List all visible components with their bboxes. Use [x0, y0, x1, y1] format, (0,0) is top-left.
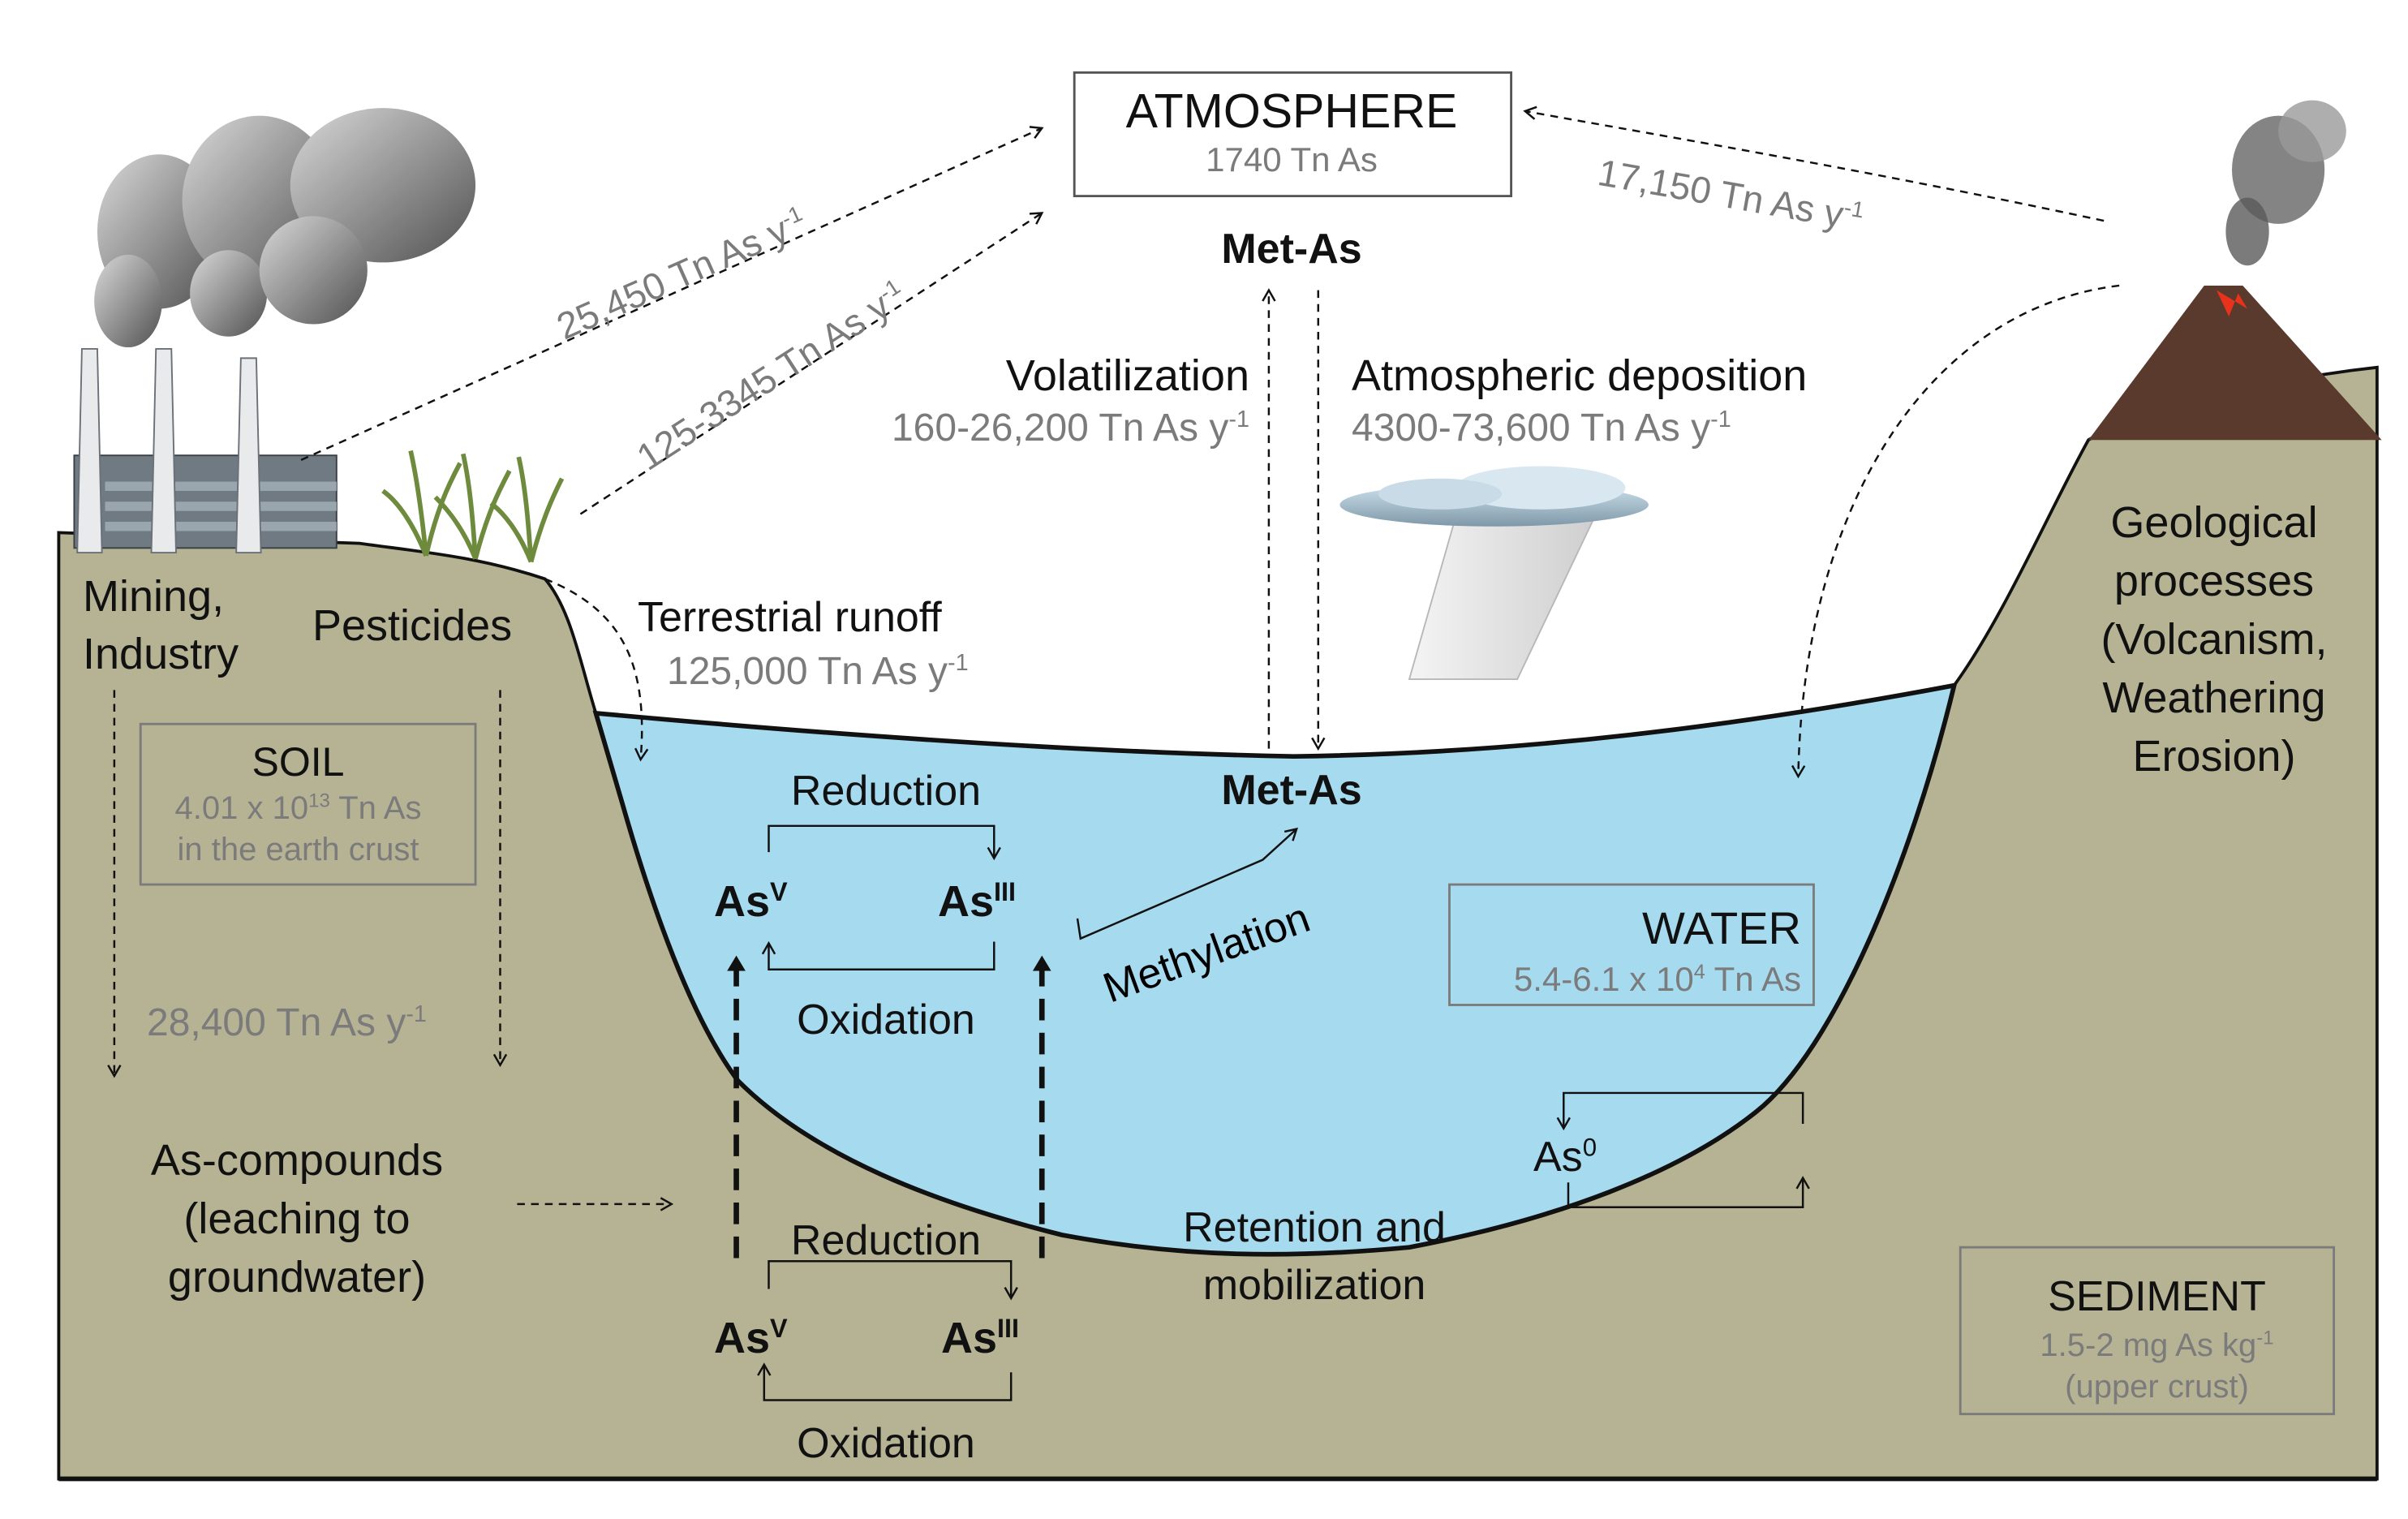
as-iii-water: AsIII — [938, 877, 1017, 926]
loop-sediment-oxidation — [757, 1362, 1013, 1401]
factory-icon — [73, 348, 338, 554]
soil-label: SOIL 4.01 x 1013 Tn As in the earth crus… — [174, 739, 422, 867]
met-as-atmosphere: Met-As — [1221, 226, 1362, 273]
loop-water-oxidation — [761, 940, 995, 970]
arrow-pesticides-to-atmosphere — [579, 212, 1044, 515]
arrow-geo-to-atmosphere — [1523, 105, 2105, 222]
arrow-runoff — [544, 578, 649, 762]
as-iii-sediment: AsIII — [941, 1314, 1020, 1362]
plants-icon — [381, 450, 565, 563]
mining-label: Mining, — [83, 572, 225, 621]
volatilization-value: 160-26,200 Tn As y-1 — [891, 407, 1249, 450]
sediment-label: SEDIMENT 1.5-2 mg As kg-1 (upper crust) — [2040, 1273, 2274, 1405]
soil-flux: 28,400 Tn As y-1 — [147, 1001, 427, 1044]
reduction-water: Reduction — [790, 768, 982, 815]
arrow-geo-to-water — [1791, 284, 2120, 779]
volcano-icon — [2088, 100, 2382, 441]
oxidation-water: Oxidation — [797, 996, 975, 1044]
pesticides-label: Pesticides — [312, 601, 513, 650]
runoff-label: Terrestrial runoff — [638, 594, 942, 641]
loop-as0-lower — [1567, 1176, 1810, 1208]
loop-sediment-reduction — [768, 1260, 1018, 1301]
loop-water-reduction — [768, 824, 1001, 861]
loop-as0-upper — [1556, 1091, 1804, 1131]
soil-box — [139, 722, 477, 886]
industry-label: Industry — [83, 630, 239, 678]
as-zero: As0 — [1533, 1133, 1597, 1181]
deposition-value: 4300-73,600 Tn As y-1 — [1352, 407, 1731, 450]
water-amount: 5.4-6.1 x 104 Tn As — [1513, 960, 1801, 998]
water-title: WATER — [1642, 902, 1801, 953]
sediment-box — [1959, 1246, 2336, 1416]
runoff-value: 125,000 Tn As y-1 — [667, 650, 969, 693]
atmosphere-title: ATMOSPHERE — [1125, 84, 1458, 138]
water-box — [1448, 883, 1815, 1006]
volatilization-label: Volatilization — [1005, 351, 1249, 400]
reduction-sediment: Reduction — [790, 1217, 982, 1264]
loop-methylation — [1076, 827, 1298, 940]
smoke-icon — [94, 108, 476, 348]
atmosphere-amount: 1740 Tn As — [1206, 140, 1378, 179]
as-v-sediment: AsV — [714, 1314, 788, 1362]
water-body — [592, 682, 1958, 1257]
atmosphere-box — [1073, 71, 1513, 198]
arrow-industry-to-atmosphere — [300, 126, 1044, 462]
deposition-label: Atmospheric deposition — [1352, 351, 1808, 400]
oxidation-sediment: Oxidation — [797, 1420, 975, 1467]
as-v-water: AsV — [714, 877, 788, 926]
met-as-water: Met-As — [1221, 767, 1362, 814]
rain-cloud-icon — [1339, 466, 1649, 681]
